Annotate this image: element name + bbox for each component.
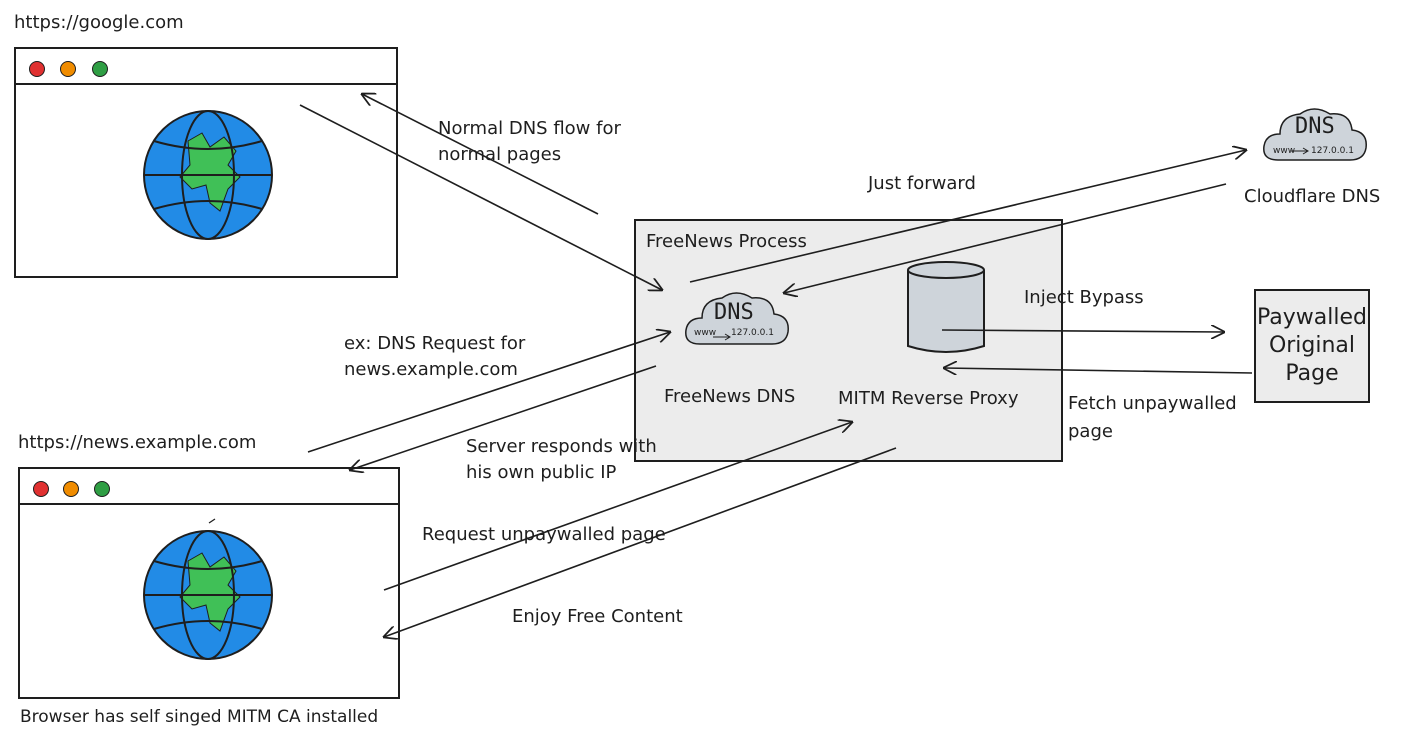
arrow-google-to-freenews-dns — [299, 104, 662, 290]
mitm-proxy-label: MITM Reverse Proxy — [838, 388, 1019, 409]
cloudflare-dns-label: Cloudflare DNS — [1244, 186, 1381, 207]
minimize-dot-icon — [60, 61, 76, 77]
browser-titlebar — [16, 83, 396, 85]
cloudflare-dns-mapping-from: www — [1273, 146, 1296, 156]
cloudflare-dns-mapping-to: 127.0.0.1 — [1311, 146, 1354, 156]
stray-tick — [208, 518, 216, 524]
dns-request-label-line1: ex: DNS Request for — [344, 333, 526, 354]
mitm-proxy-cylinder-icon — [907, 261, 985, 353]
freenews-dns-label: FreeNews DNS — [664, 386, 796, 407]
cloudflare-dns-cloud-icon — [1263, 108, 1367, 161]
freenews-dns-cloud-icon — [685, 292, 789, 345]
freenews-dns-mapping-from: www — [694, 328, 717, 338]
normal-dns-label-line1: Normal DNS flow for — [438, 118, 621, 139]
paywalled-page-box: Paywalled Original Page — [1254, 289, 1370, 403]
minimize-dot-icon — [63, 481, 79, 497]
browser-window-google — [14, 47, 398, 278]
inject-bypass-label: Inject Bypass — [1024, 287, 1144, 308]
paywalled-line-1: Paywalled — [1257, 305, 1367, 330]
paywalled-line-3: Page — [1285, 361, 1339, 386]
paywalled-line-2: Original — [1268, 333, 1356, 358]
browser-titlebar — [20, 503, 398, 505]
browser-window-news — [18, 467, 400, 699]
cloudflare-dns-icon-text: DNS — [1295, 114, 1335, 139]
globe-icon — [143, 110, 273, 240]
news-url-label: https://news.example.com — [18, 432, 257, 453]
request-unpaywalled-label: Request unpaywalled page — [422, 524, 666, 545]
arrow-enjoy-content — [384, 447, 897, 637]
fetch-unpaywalled-label-line2: page — [1068, 421, 1113, 442]
close-dot-icon — [33, 481, 49, 497]
dns-request-label-line2: news.example.com — [344, 359, 518, 380]
arrow-request-unpaywalled — [383, 422, 852, 591]
freenews-dns-icon-text: DNS — [714, 300, 754, 325]
footnote-label: Browser has self singed MITM CA installe… — [20, 707, 379, 727]
freenews-dns-mapping-to: 127.0.0.1 — [731, 328, 774, 338]
server-responds-label-line1: Server responds with — [466, 436, 657, 457]
server-responds-label-line2: his own public IP — [466, 462, 617, 483]
just-forward-label: Just forward — [868, 173, 976, 194]
arrow-normal-dns-return — [362, 94, 599, 215]
arrow-server-responds — [350, 365, 657, 470]
arrow-forward-to-cloudflare — [689, 150, 1246, 283]
process-title: FreeNews Process — [646, 231, 807, 252]
enjoy-content-label: Enjoy Free Content — [512, 606, 683, 627]
arrow-inject-bypass — [941, 330, 1224, 332]
arrow-dns-request — [307, 332, 670, 453]
close-dot-icon — [29, 61, 45, 77]
fetch-unpaywalled-label-line1: Fetch unpaywalled — [1068, 393, 1237, 414]
normal-dns-label-line2: normal pages — [438, 144, 562, 165]
maximize-dot-icon — [92, 61, 108, 77]
arrow-fetch-unpaywalled — [944, 368, 1253, 373]
globe-icon — [143, 530, 273, 660]
google-url-label: https://google.com — [14, 12, 184, 33]
arrow-cloudflare-response — [784, 183, 1227, 293]
maximize-dot-icon — [94, 481, 110, 497]
